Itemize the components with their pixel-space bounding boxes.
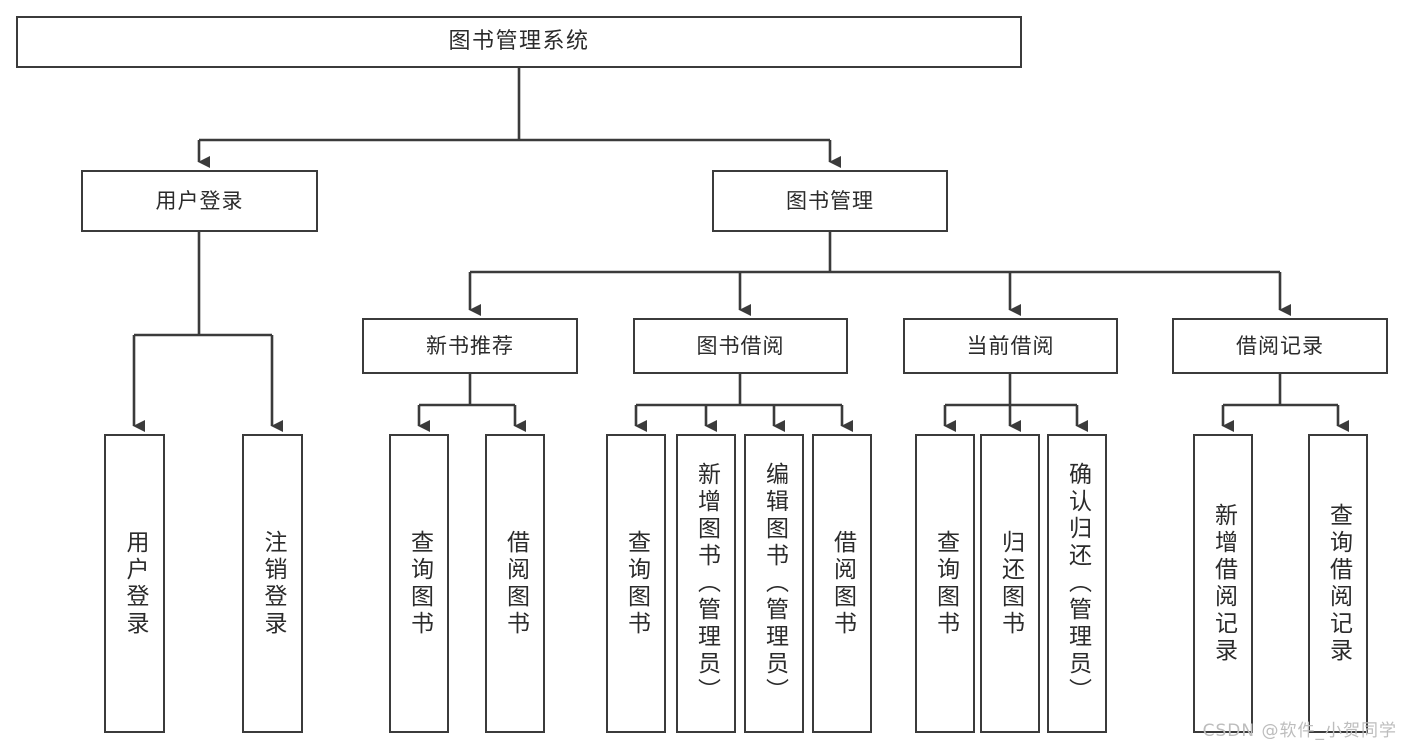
node-label: 借阅图书 bbox=[502, 529, 529, 638]
node-label: 新增图书（管理员） bbox=[693, 462, 720, 705]
node-label: 注销登录 bbox=[260, 529, 286, 638]
node-label: 用户登录 bbox=[155, 188, 244, 213]
node-label: 图书借阅 bbox=[696, 333, 785, 358]
node-label: 查询图书 bbox=[932, 529, 959, 638]
leaf-borrow-add-book-admin[interactable]: 新增图书（管理员） bbox=[676, 434, 736, 733]
leaf-record-add-borrow-record[interactable]: 新增借阅记录 bbox=[1193, 434, 1253, 733]
node-user-login[interactable]: 用户登录 bbox=[81, 170, 318, 232]
node-label: 用户登录 bbox=[122, 529, 148, 638]
node-book-borrow[interactable]: 图书借阅 bbox=[633, 318, 848, 374]
node-label: 查询借阅记录 bbox=[1325, 502, 1352, 665]
leaf-current-return-book[interactable]: 归还图书 bbox=[980, 434, 1040, 733]
leaf-borrow-borrow-book[interactable]: 借阅图书 bbox=[812, 434, 872, 733]
leaf-record-query-borrow-record[interactable]: 查询借阅记录 bbox=[1308, 434, 1368, 733]
csdn-watermark: CSDN @软件_小贺同学 bbox=[1202, 721, 1397, 741]
node-label: 图书管理 bbox=[786, 188, 874, 213]
node-book-management[interactable]: 图书管理 bbox=[712, 170, 948, 232]
node-label: 当前借阅 bbox=[966, 333, 1055, 358]
node-label: 查询图书 bbox=[623, 529, 650, 638]
leaf-user-login-logout[interactable]: 注销登录 bbox=[242, 434, 303, 733]
node-label: 归还图书 bbox=[997, 529, 1024, 638]
node-label: 新书推荐 bbox=[426, 333, 514, 358]
leaf-borrow-edit-book-admin[interactable]: 编辑图书（管理员） bbox=[744, 434, 804, 733]
node-label: 新增借阅记录 bbox=[1210, 502, 1237, 665]
leaf-current-confirm-return-admin[interactable]: 确认归还（管理员） bbox=[1047, 434, 1107, 733]
node-label: 图书管理系统 bbox=[448, 29, 590, 55]
node-label: 查询图书 bbox=[406, 529, 433, 638]
node-label: 借阅记录 bbox=[1236, 333, 1324, 358]
leaf-borrow-query-book[interactable]: 查询图书 bbox=[606, 434, 666, 733]
node-current-borrow[interactable]: 当前借阅 bbox=[903, 318, 1118, 374]
node-label: 编辑图书（管理员） bbox=[761, 462, 788, 705]
node-root-book-management-system[interactable]: 图书管理系统 bbox=[16, 16, 1022, 68]
node-label: 借阅图书 bbox=[829, 529, 856, 638]
leaf-recommend-borrow-book[interactable]: 借阅图书 bbox=[485, 434, 545, 733]
leaf-recommend-query-book[interactable]: 查询图书 bbox=[389, 434, 449, 733]
node-borrow-record[interactable]: 借阅记录 bbox=[1172, 318, 1388, 374]
leaf-current-query-book[interactable]: 查询图书 bbox=[915, 434, 975, 733]
node-new-book-recommend[interactable]: 新书推荐 bbox=[362, 318, 578, 374]
leaf-user-login-login[interactable]: 用户登录 bbox=[104, 434, 165, 733]
node-label: 确认归还（管理员） bbox=[1064, 462, 1091, 705]
